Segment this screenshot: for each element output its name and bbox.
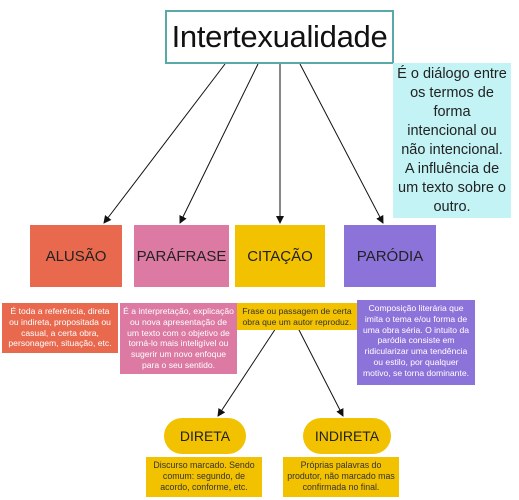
arrow-to-alusao: [103, 63, 226, 224]
category-parodia-label: PARÓDIA: [356, 247, 424, 265]
category-citacao-label: CITAÇÃO: [247, 247, 313, 265]
diagram-title: Intertexualidade: [165, 10, 394, 64]
definition-box: É o diálogo entre os termos de forma int…: [393, 63, 511, 218]
arrow-to-indireta: [297, 327, 344, 417]
parodia-description: Composição literária que imita o tema e/…: [357, 300, 475, 385]
category-parafrase-label: PARÁFRASE: [136, 247, 227, 265]
citacao-description: Frase ou passagem de certa obra que um a…: [237, 303, 357, 330]
subtype-indireta-label: INDIRETA: [314, 428, 380, 444]
subtype-indireta: INDIRETA: [303, 418, 391, 454]
category-parafrase: PARÁFRASE: [134, 225, 229, 287]
direta-description-text: Discurso marcado. Sendo comum: segundo, …: [153, 460, 255, 492]
category-alusao-label: ALUSÃO: [45, 247, 107, 265]
arrow-to-direta: [217, 327, 277, 417]
indireta-description-text: Próprias palavras do produtor, não marca…: [287, 460, 395, 492]
direta-description: Discurso marcado. Sendo comum: segundo, …: [146, 457, 262, 497]
arrow-to-parodia: [299, 63, 384, 224]
category-parodia: PARÓDIA: [344, 225, 436, 287]
parafrase-description: É a interpretação, explicação ou nova ap…: [120, 303, 237, 374]
subtype-direta: DIRETA: [164, 418, 246, 454]
alusao-description-text: É toda a referência, direta ou indireta,…: [8, 306, 112, 349]
parodia-description-text: Composição literária que imita o tema e/…: [362, 303, 470, 378]
definition-text: É o diálogo entre os termos de forma int…: [397, 65, 507, 215]
category-citacao: CITAÇÃO: [235, 225, 325, 287]
citacao-description-text: Frase ou passagem de certa obra que um a…: [242, 306, 352, 327]
alusao-description: É toda a referência, direta ou indireta,…: [2, 303, 118, 353]
category-alusao: ALUSÃO: [30, 225, 122, 287]
indireta-description: Próprias palavras do produtor, não marca…: [283, 457, 399, 497]
parafrase-description-text: É a interpretação, explicação ou nova ap…: [123, 306, 234, 370]
arrow-to-parafrase: [179, 63, 259, 224]
subtype-direta-label: DIRETA: [179, 428, 231, 444]
